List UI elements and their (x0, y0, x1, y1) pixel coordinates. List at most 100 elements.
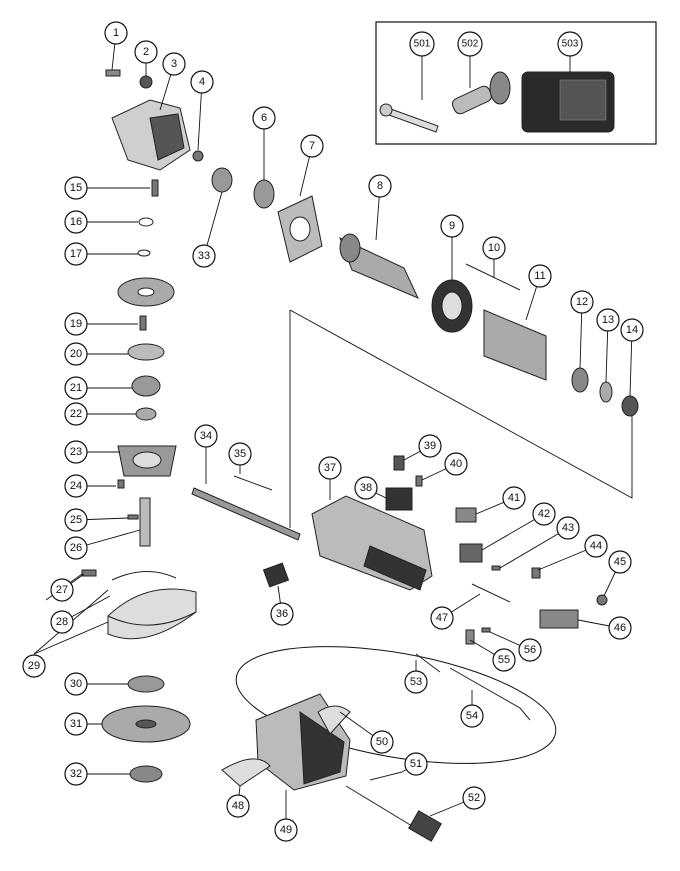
callout-circle (64, 672, 88, 696)
part-55-cord-clip (465, 629, 475, 645)
callout-label: 48 (232, 800, 244, 812)
part-503-carry-case (521, 71, 615, 133)
callout-28: 28 (50, 610, 74, 634)
callout-circle (64, 440, 88, 464)
callout-42: 42 (532, 502, 556, 526)
part-51-screw (369, 771, 403, 781)
part-3-gear-housing (111, 99, 191, 171)
callout-label: 37 (324, 462, 336, 474)
part-15-pin (151, 179, 159, 197)
callout-circle (457, 31, 483, 57)
callout-circle (64, 312, 88, 336)
part-16-ring (138, 217, 154, 227)
callout-41: 41 (502, 486, 526, 510)
part-42-controller (459, 543, 483, 563)
callout-label: 16 (70, 216, 82, 228)
callout-20: 20 (64, 342, 88, 366)
callout-circle (430, 606, 454, 630)
callout-label: 8 (377, 180, 383, 192)
callout-label: 33 (198, 250, 210, 262)
callout-circle (444, 452, 468, 476)
callout-label: 19 (70, 318, 82, 330)
callout-circle (64, 712, 88, 736)
callout-50: 50 (370, 730, 394, 754)
callout-circle (252, 106, 276, 130)
callout-circle (50, 610, 74, 634)
callout-10: 10 (482, 236, 506, 260)
part-34-switch-bar (191, 487, 301, 541)
part-20-plate (127, 343, 165, 361)
part-8-armature (339, 233, 420, 299)
callout-label: 29 (28, 660, 40, 672)
callout-circle (608, 550, 632, 574)
callout-circle (404, 752, 428, 776)
part-46-noise-suppressor (539, 609, 579, 629)
callout-39: 39 (418, 434, 442, 458)
motor-housing-ellipse (235, 646, 557, 764)
part-54-cord-armor (449, 667, 531, 721)
callout-47: 47 (430, 606, 454, 630)
callout-label: 31 (70, 718, 82, 730)
callout-label: 30 (70, 678, 82, 690)
callout-circle (584, 534, 608, 558)
callout-44: 44 (584, 534, 608, 558)
callout-34: 34 (194, 424, 218, 448)
callout-label: 7 (309, 140, 315, 152)
callout-circle (482, 236, 506, 260)
part-40-screw (415, 475, 423, 487)
callout-label: 26 (70, 542, 82, 554)
accessory-box (375, 21, 657, 145)
callout-circle (274, 818, 298, 842)
callout-circle (570, 290, 594, 314)
part-13-washer (599, 381, 613, 403)
callout-label: 4 (199, 76, 205, 88)
callout-label: 40 (450, 458, 462, 470)
callout-circle (134, 40, 158, 64)
callout-label: 34 (200, 430, 212, 442)
callout-circle (64, 762, 88, 786)
callout-29: 29 (22, 654, 46, 678)
callout-11: 11 (528, 264, 552, 288)
part-7-packing-gland (277, 195, 323, 263)
part-23-bearing-holder (117, 445, 177, 477)
part-27-screw (81, 569, 97, 577)
callout-circle (190, 70, 214, 94)
callout-label: 3 (171, 58, 177, 70)
callout-27: 27 (50, 578, 74, 602)
part-9-fan-guide (431, 279, 473, 333)
callout-label: 38 (360, 482, 372, 494)
part-56-screw (481, 627, 491, 633)
part-35-spring (233, 475, 273, 491)
callout-7: 7 (300, 134, 324, 158)
callout-circle (518, 638, 542, 662)
callout-label: 20 (70, 348, 82, 360)
part-36-lever (262, 562, 290, 588)
callout-1: 1 (104, 21, 128, 45)
part-17-washer (137, 249, 151, 257)
part-501-wrench (379, 103, 439, 133)
part-43-screw (491, 565, 501, 571)
callout-circle (354, 476, 378, 500)
callout-circle (556, 516, 580, 540)
callout-6: 6 (252, 106, 276, 130)
part-14-ring (621, 395, 639, 417)
callout-33: 33 (192, 244, 216, 268)
part-25-key (127, 514, 139, 520)
callout-label: 25 (70, 514, 82, 526)
callout-label: 28 (56, 616, 68, 628)
callout-15: 15 (64, 176, 88, 200)
callout-48: 48 (226, 794, 250, 818)
callout-label: 47 (436, 612, 448, 624)
callout-circle (557, 31, 583, 57)
part-45-terminal (596, 594, 608, 606)
callout-circle (418, 434, 442, 458)
callout-19: 19 (64, 312, 88, 336)
callout-label: 49 (280, 824, 292, 836)
callout-circle (64, 536, 88, 560)
callout-circle (104, 21, 128, 45)
callout-label: 501 (414, 39, 431, 50)
part-32-lock-nut (129, 765, 163, 783)
part-29-wheel-guard (107, 588, 197, 640)
